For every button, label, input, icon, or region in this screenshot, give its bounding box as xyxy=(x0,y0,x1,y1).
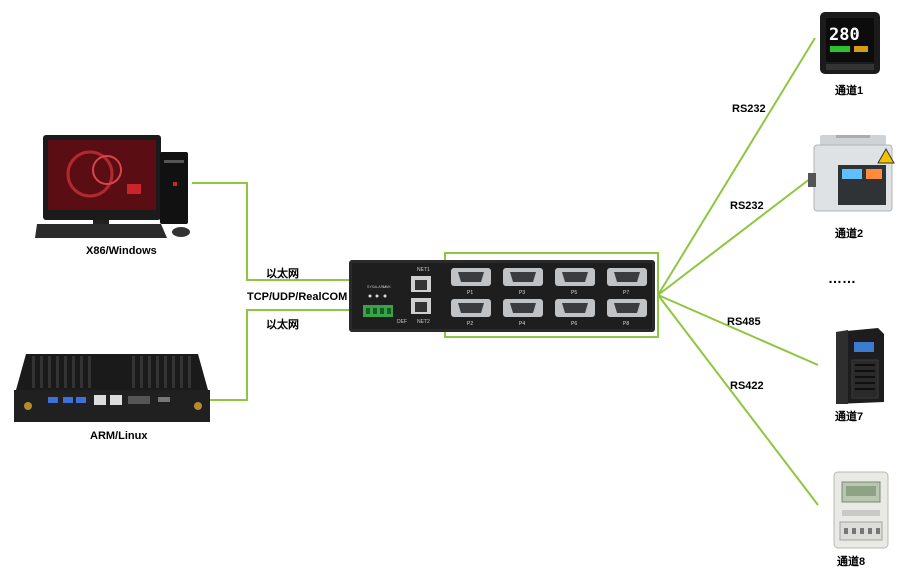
protocol-label-ch8: RS422 xyxy=(730,380,764,392)
protocol-label-ch1: RS232 xyxy=(732,103,766,115)
host-label-x86: X86/Windows xyxy=(86,245,157,257)
db9-serial-port: P8 xyxy=(607,299,647,327)
device-label-ch7: 通道7 xyxy=(835,411,864,423)
power-terminal xyxy=(363,305,393,317)
port-label: P5 xyxy=(571,290,577,296)
port-label: P8 xyxy=(623,321,629,327)
device-label-ch8: 通道8 xyxy=(837,556,866,568)
led-label: LINK xyxy=(383,285,391,289)
port-label: P3 xyxy=(519,290,525,296)
led-label: SYS xyxy=(367,285,375,289)
db9-serial-port: P6 xyxy=(555,299,595,327)
wire-ch2 xyxy=(657,174,816,296)
db9-serial-port: P5 xyxy=(555,268,595,296)
db9-serial-port: P2 xyxy=(451,299,491,327)
port-label: P6 xyxy=(571,321,577,327)
port-label: P2 xyxy=(467,321,473,327)
port-label: P1 xyxy=(467,290,473,296)
protocol-label-ch2: RS232 xyxy=(730,200,764,212)
wire-ch8 xyxy=(657,294,819,506)
db9-serial-port: P4 xyxy=(503,299,543,327)
host-label-arm: ARM/Linux xyxy=(90,430,148,442)
wire-ch7 xyxy=(657,294,819,366)
link-label-ethernet-bottom: 以太网 xyxy=(266,319,299,331)
wire-arm xyxy=(210,309,365,401)
wire-ch1 xyxy=(657,37,816,296)
port-label: P7 xyxy=(623,290,629,296)
electric-meter-icon xyxy=(833,471,889,549)
embedded-box-pc-icon xyxy=(14,354,210,422)
controller-display-value: 280 xyxy=(829,25,860,45)
ups-tower-icon xyxy=(836,328,884,404)
more-channels-ellipsis: …… xyxy=(828,270,856,286)
db9-serial-port: P3 xyxy=(503,268,543,296)
db9-serial-port: P7 xyxy=(607,268,647,296)
def-text: DEF xyxy=(397,319,407,325)
ultrasonic-cleaner-icon xyxy=(808,135,895,212)
device-label-ch1: 通道1 xyxy=(835,85,864,97)
net1-text: NET1 xyxy=(417,267,430,273)
protocol-label-ch7: RS485 xyxy=(727,316,761,328)
link-label-protocols: TCP/UDP/RealCOM xyxy=(247,291,348,303)
led-label: ALARM xyxy=(374,285,386,289)
wire-x86 xyxy=(192,182,420,281)
desktop-pc-icon xyxy=(35,135,190,238)
port-label: P4 xyxy=(519,321,525,327)
temperature-controller-icon: 280 xyxy=(820,12,880,74)
net2-text: NET2 xyxy=(417,319,430,325)
link-label-ethernet-top: 以太网 xyxy=(266,268,299,280)
db9-serial-port: P1 xyxy=(451,268,491,296)
device-label-ch2: 通道2 xyxy=(835,228,864,240)
